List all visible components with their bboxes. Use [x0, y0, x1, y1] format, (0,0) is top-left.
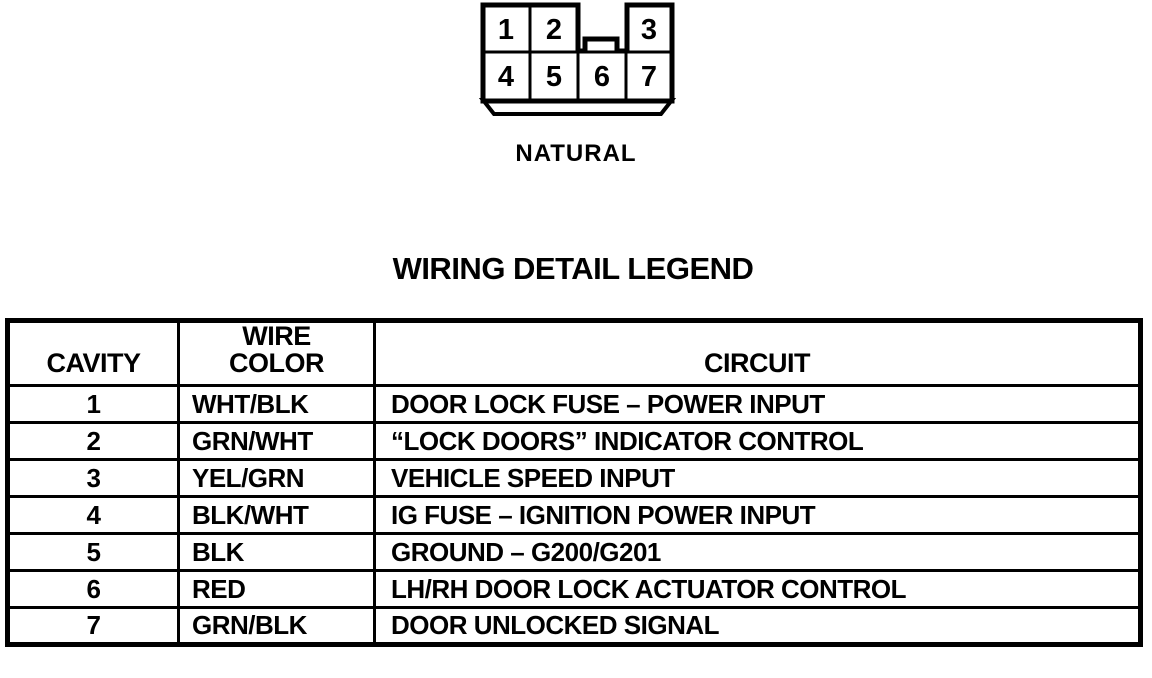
- connector-color-label: NATURAL: [515, 140, 637, 167]
- column-header-circuit: CIRCUIT: [373, 319, 1142, 387]
- cavity-number: 5: [546, 61, 562, 93]
- wire-color-cell: GRN/BLK: [177, 606, 376, 646]
- table-row: 4 BLK/WHT IG FUSE – IGNITION POWER INPUT: [6, 495, 1142, 535]
- cavity-number: 3: [641, 14, 657, 46]
- circuit-cell: DOOR UNLOCKED SIGNAL: [373, 606, 1142, 646]
- circuit-cell: GROUND – G200/G201: [373, 532, 1142, 572]
- wire-color-cell: YEL/GRN: [177, 458, 376, 498]
- circuit-cell: VEHICLE SPEED INPUT: [373, 458, 1142, 498]
- cavity-cell: 7: [6, 606, 180, 646]
- cavity-number: 7: [641, 61, 657, 93]
- wire-color-cell: GRN/WHT: [177, 421, 376, 461]
- wiring-legend-table: CAVITY WIRE COLOR CIRCUIT 1 WHT/BLK DOOR…: [5, 318, 1143, 647]
- table-row: 1 WHT/BLK DOOR LOCK FUSE – POWER INPUT: [6, 384, 1142, 424]
- cavity-number: 1: [498, 14, 514, 46]
- cavity-number: 2: [546, 14, 562, 46]
- wire-color-cell: BLK/WHT: [177, 495, 376, 535]
- circuit-cell: LH/RH DOOR LOCK ACTUATOR CONTROL: [373, 569, 1142, 609]
- column-header-wire-color-line2: COLOR: [229, 348, 325, 378]
- wire-color-cell: RED: [177, 569, 376, 609]
- cavity-cell: 5: [6, 532, 180, 572]
- cavity-number: 4: [498, 61, 514, 93]
- cavity-number: 6: [594, 61, 610, 93]
- column-header-wire-color-line1: WIRE: [242, 321, 311, 351]
- cavity-cell: 3: [6, 458, 180, 498]
- circuit-cell: IG FUSE – IGNITION POWER INPUT: [373, 495, 1142, 535]
- connector-diagram: 1 2 3 4 5 6 7: [478, 2, 677, 116]
- table-row: 3 YEL/GRN VEHICLE SPEED INPUT: [6, 458, 1142, 498]
- circuit-cell: DOOR LOCK FUSE – POWER INPUT: [373, 384, 1142, 424]
- table-row: 2 GRN/WHT “LOCK DOORS” INDICATOR CONTROL: [6, 421, 1142, 461]
- legend-title: WIRING DETAIL LEGEND: [392, 251, 754, 286]
- wire-color-cell: WHT/BLK: [177, 384, 376, 424]
- cavity-cell: 4: [6, 495, 180, 535]
- table-row: 6 RED LH/RH DOOR LOCK ACTUATOR CONTROL: [6, 569, 1142, 609]
- wire-color-cell: BLK: [177, 532, 376, 572]
- column-header-wire-color: WIRE COLOR: [177, 319, 376, 387]
- table-row: 5 BLK GROUND – G200/G201: [6, 532, 1142, 572]
- header-row: CAVITY WIRE COLOR CIRCUIT: [6, 319, 1142, 387]
- column-header-cavity: CAVITY: [6, 319, 180, 387]
- circuit-cell: “LOCK DOORS” INDICATOR CONTROL: [373, 421, 1142, 461]
- cavity-cell: 2: [6, 421, 180, 461]
- cavity-cell: 1: [6, 384, 180, 424]
- cavity-cell: 6: [6, 569, 180, 609]
- table-row: 7 GRN/BLK DOOR UNLOCKED SIGNAL: [6, 606, 1142, 646]
